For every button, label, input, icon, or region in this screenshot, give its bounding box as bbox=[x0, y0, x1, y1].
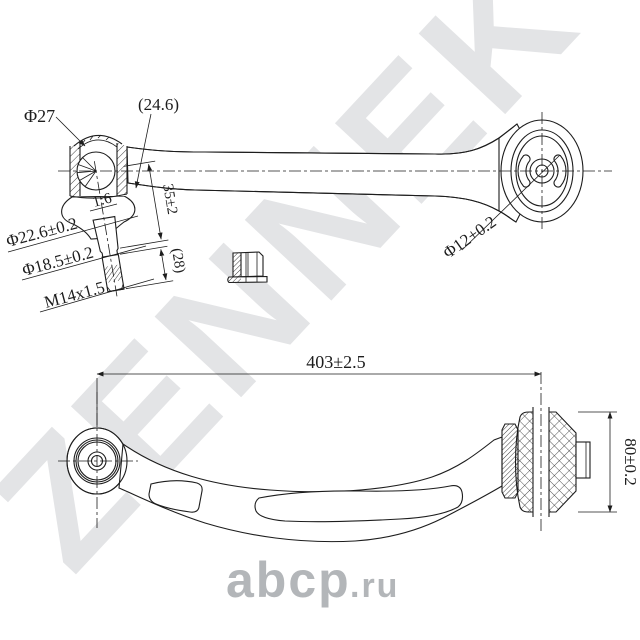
arm-length-label: 403±2.5 bbox=[306, 352, 365, 372]
site-watermark-name: abcp bbox=[226, 552, 351, 608]
cone-bottom-diameter-label: Φ18.5±0.2 bbox=[20, 243, 95, 280]
cap-dome bbox=[73, 134, 123, 147]
kidney-slot-left bbox=[517, 154, 531, 188]
flange-nut bbox=[227, 251, 268, 284]
bushing-height-label: 80±0.2 bbox=[621, 438, 640, 486]
ball-stud: 35±2 (28) bbox=[92, 160, 188, 297]
dimension-bushing-height: 80±0.2 bbox=[578, 411, 640, 513]
arm-eye-rings bbox=[58, 392, 138, 528]
taper-label: 1:6 bbox=[91, 190, 114, 211]
dimension-arm-length: 403±2.5 bbox=[96, 352, 542, 427]
arm-slot-long bbox=[254, 485, 464, 523]
thread-label: M14x1.5 bbox=[42, 277, 107, 311]
stud-length-label: 35±2 bbox=[159, 183, 180, 216]
dimension-thread-length: (28) bbox=[119, 245, 188, 290]
cone-top-diameter-label: Φ22.6±0.2 bbox=[4, 214, 79, 251]
thread-length-label: (28) bbox=[168, 247, 188, 274]
site-watermark-tld: .ru bbox=[350, 567, 399, 605]
ball-diameter-label: Φ27 bbox=[24, 106, 55, 126]
kidney-slot-right bbox=[553, 154, 567, 188]
bottom-view: 403±2.5 80±0.2 bbox=[58, 352, 640, 543]
site-watermark: abcp .ru bbox=[226, 552, 399, 608]
bushing-side-view bbox=[501, 372, 591, 534]
socket-width-label: (24.6) bbox=[138, 95, 179, 114]
arm-slot-small bbox=[148, 480, 203, 513]
dimension-stud-length: 35±2 bbox=[119, 160, 180, 249]
